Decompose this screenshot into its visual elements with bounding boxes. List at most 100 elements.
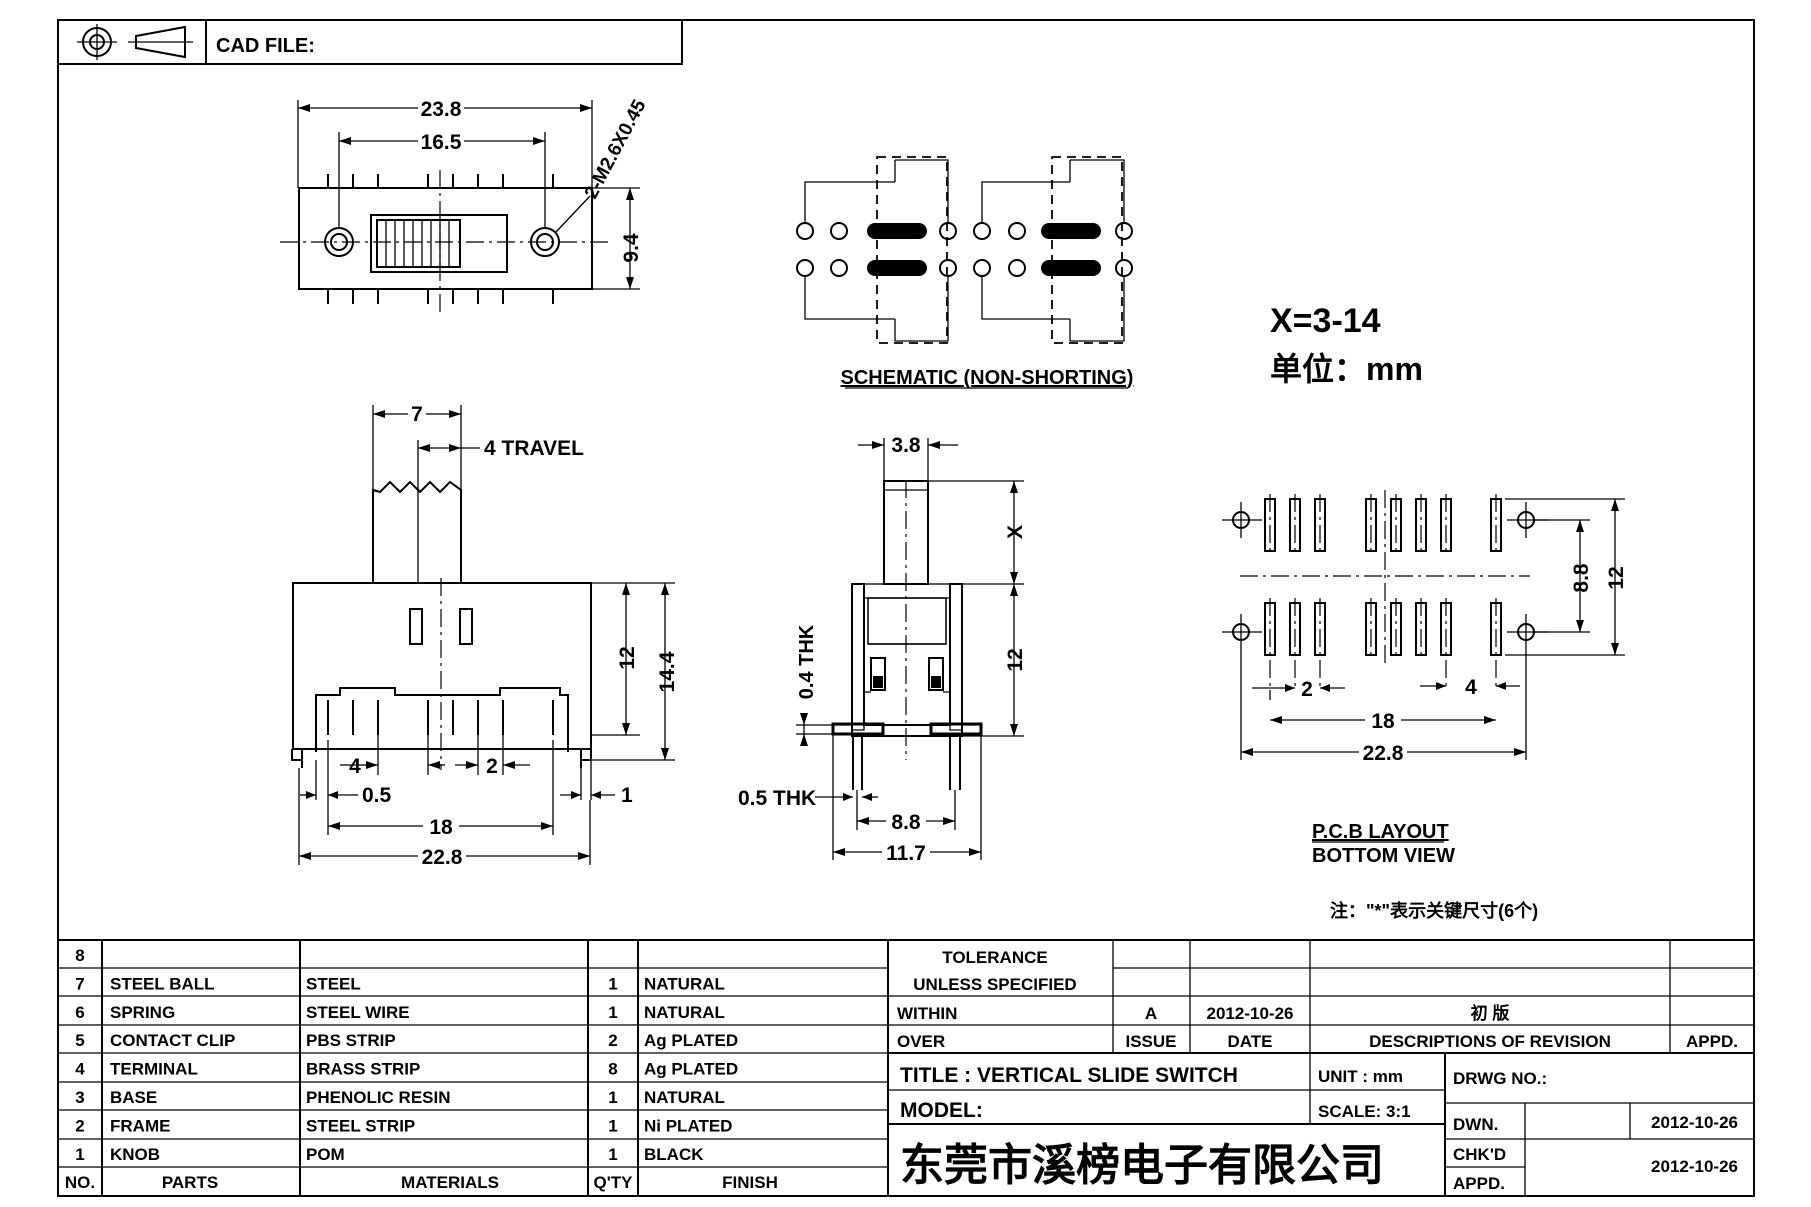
dim-pin-4: 4 — [349, 755, 361, 778]
dwn-date: 2012-10-26 — [1651, 1113, 1738, 1132]
unless-specified-label: UNLESS SPECIFIED — [913, 975, 1076, 994]
dim-0-4-thk: 0.4 THK — [796, 624, 818, 699]
dim-11-7: 11.7 — [886, 842, 926, 865]
pcb-dim-4: 4 — [1465, 676, 1477, 699]
sheet-border — [57, 19, 1755, 1197]
parts-cell: STEEL — [306, 974, 361, 993]
side-view: 7 4 TRAVEL 12 14.4 4 2 — [291, 402, 679, 869]
parts-cell: KNOB — [110, 1145, 160, 1164]
parts-cell: FRAME — [110, 1116, 170, 1135]
header-qty: Q'TY — [594, 1173, 634, 1192]
parts-cell: BLACK — [644, 1145, 704, 1164]
issue-date-value: 2012-10-26 — [1207, 1004, 1294, 1023]
header-no: NO. — [65, 1173, 95, 1192]
issue-label: ISSUE — [1125, 1032, 1176, 1051]
dim-knob-7: 7 — [411, 403, 423, 426]
parts-cell: 4 — [75, 1060, 85, 1079]
parts-cell: Ag PLATED — [644, 1031, 738, 1050]
model-label: MODEL: — [900, 1099, 983, 1122]
tolerance-label: TOLERANCE — [942, 948, 1047, 967]
unit-label: UNIT : mm — [1318, 1067, 1403, 1086]
drawing-title: TITLE : VERTICAL SLIDE SWITCH — [900, 1064, 1238, 1087]
parts-cell: 7 — [75, 974, 84, 993]
pcb-bottom-view-label: BOTTOM VIEW — [1312, 845, 1455, 867]
dim-screw-thread: 2-M2.6X0.45 — [581, 96, 651, 202]
dim-16-5: 16.5 — [421, 131, 462, 154]
parts-cell: TERMINAL — [110, 1060, 198, 1079]
dim-x: X — [1004, 525, 1027, 539]
schematic-diagram: SCHEMATIC (NON-SHORTING) — [796, 156, 1133, 389]
within-label: WITHIN — [897, 1004, 957, 1023]
pcb-dim-8-8: 8.8 — [1570, 563, 1593, 593]
dim-pin-2: 2 — [486, 755, 498, 778]
parts-cell: BRASS STRIP — [306, 1060, 420, 1079]
parts-cell: 1 — [608, 1003, 617, 1022]
pcb-holes-bottom — [1264, 602, 1502, 656]
dim-knob-3-8: 3.8 — [891, 434, 921, 457]
parts-cell: 1 — [608, 1088, 617, 1107]
parts-cell: Ag PLATED — [644, 1060, 738, 1079]
parts-cell: 8 — [75, 946, 84, 965]
parts-cell: NATURAL — [644, 974, 725, 993]
appd2-label: APPD. — [1453, 1174, 1505, 1193]
parts-cell: 1 — [608, 1145, 617, 1164]
parts-cell: Ni PLATED — [644, 1116, 732, 1135]
top-view: 23.8 16.5 9.4 2-M2.6X0.45 — [280, 96, 651, 312]
dim-end-12: 12 — [1004, 648, 1027, 671]
pcb-holes-top — [1264, 498, 1502, 552]
parts-cell: 1 — [75, 1145, 84, 1164]
drwg-no-label: DRWG NO.: — [1453, 1069, 1547, 1088]
dim-1: 1 — [621, 784, 633, 807]
dim-0-5: 0.5 — [362, 784, 392, 807]
revision-value: 初 版 — [1471, 1003, 1510, 1023]
header-materials: MATERIALS — [401, 1173, 499, 1192]
header-box: CAD FILE: — [57, 19, 683, 65]
pcb-layout: 2 4 18 22.8 8.8 12 P.C.B LAYOUT — [1222, 490, 1628, 867]
title-block: TOLERANCE UNLESS SPECIFIED WITHIN OVER A… — [888, 940, 1754, 1196]
parts-cell: 3 — [75, 1088, 84, 1107]
projection-symbol-icon — [77, 24, 193, 60]
footnote: 注："*"表示关键尺寸(6个) — [1330, 900, 1538, 921]
x-range-note: X=3-14 — [1270, 302, 1381, 340]
parts-cell: POM — [306, 1145, 345, 1164]
parts-cell: BASE — [110, 1088, 157, 1107]
dim-12: 12 — [616, 646, 639, 669]
parts-cell: 1 — [608, 974, 617, 993]
company-name: 东莞市溪榜电子有限公司 — [900, 1141, 1384, 1190]
parts-cell: 6 — [75, 1003, 84, 1022]
pcb-dim-12: 12 — [1605, 566, 1628, 589]
scale-label: SCALE: 3:1 — [1318, 1102, 1411, 1121]
parts-cell: STEEL WIRE — [306, 1003, 410, 1022]
unit-note: 单位：mm — [1270, 351, 1423, 387]
pcb-label: P.C.B LAYOUT — [1312, 821, 1449, 843]
parts-cell: SPRING — [110, 1003, 175, 1022]
parts-cell: NATURAL — [644, 1088, 725, 1107]
over-label: OVER — [897, 1032, 945, 1051]
dim-9-4: 9.4 — [620, 233, 643, 263]
parts-cell: 2 — [608, 1031, 617, 1050]
dim-22-8: 22.8 — [422, 846, 463, 869]
parts-cell: STEEL STRIP — [306, 1116, 415, 1135]
dim-14-4: 14.4 — [656, 651, 679, 692]
header-parts: PARTS — [162, 1173, 218, 1192]
parts-cell: CONTACT CLIP — [110, 1031, 235, 1050]
parts-cell: NATURAL — [644, 1003, 725, 1022]
pcb-dim-22-8: 22.8 — [1363, 742, 1404, 765]
issue-value: A — [1145, 1004, 1157, 1023]
dim-18: 18 — [429, 816, 453, 839]
parts-cell: 1 — [608, 1116, 617, 1135]
chkd-date: 2012-10-26 — [1651, 1157, 1738, 1176]
parts-cell: 5 — [75, 1031, 84, 1050]
cad-file-label: CAD FILE: — [216, 35, 315, 57]
appd-label: APPD. — [1686, 1032, 1738, 1051]
parts-cell: PHENOLIC RESIN — [306, 1088, 451, 1107]
descriptions-label: DESCRIPTIONS OF REVISION — [1369, 1032, 1611, 1051]
parts-cell: STEEL BALL — [110, 974, 215, 993]
pcb-dim-18: 18 — [1371, 710, 1395, 733]
dim-0-5-thk: 0.5 THK — [738, 787, 816, 810]
dwn-label: DWN. — [1453, 1115, 1498, 1134]
dim-8-8: 8.8 — [891, 811, 921, 834]
parts-cell: 8 — [608, 1060, 617, 1079]
